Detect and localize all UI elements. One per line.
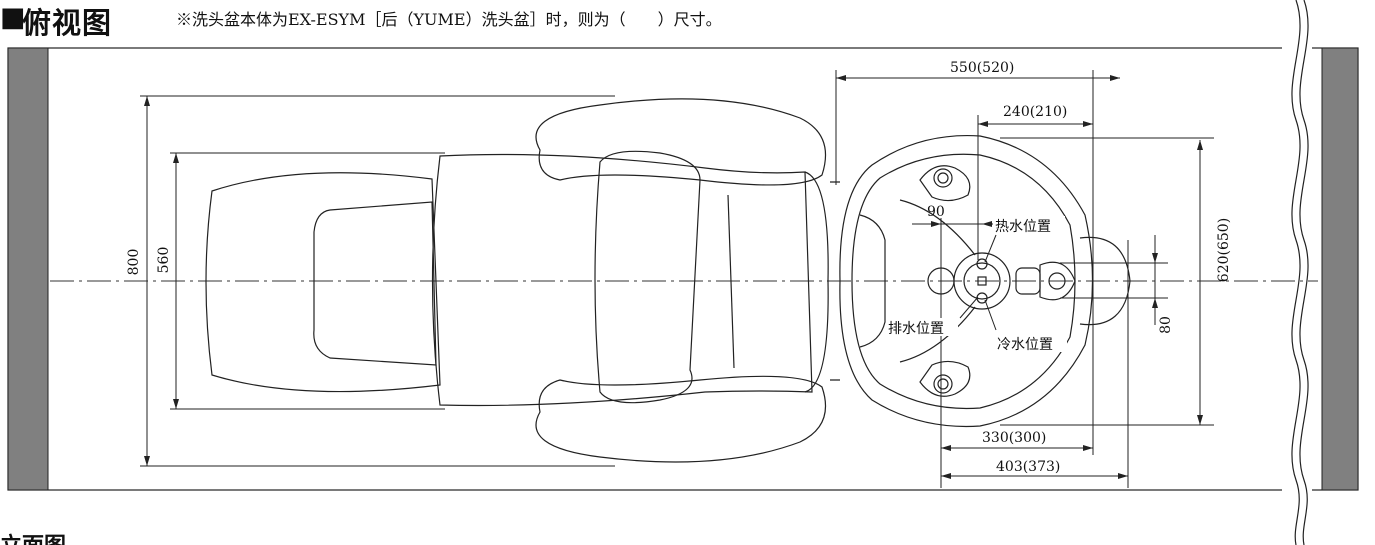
bowl-joint: [830, 181, 840, 381]
cold-water-label-bg: [995, 334, 1067, 352]
hot-water-leader: [984, 234, 997, 263]
chair-leg-rest: [205, 172, 441, 393]
dim-560-label: 560: [156, 247, 172, 274]
hot-water-label-bg: [993, 216, 1065, 234]
chair-back-cushion: [594, 150, 701, 404]
dim-90-label: 90: [927, 204, 945, 220]
drain-leader: [959, 296, 979, 319]
right-wall: [1321, 47, 1359, 491]
knob-top-housing: [919, 165, 971, 202]
break-gap: [1282, 0, 1312, 545]
bowl-contour-2: [899, 306, 976, 363]
chair: [205, 98, 829, 463]
dim-620-label: 620(650): [1216, 218, 1232, 282]
chair-seat: [431, 153, 813, 407]
knob-top-center: [937, 172, 949, 184]
shower-nozzle: [1048, 272, 1066, 290]
dim-240-label: 240(210): [1003, 104, 1067, 120]
break-line-left: [1291, 0, 1301, 545]
dim-550-label: 550(520): [950, 60, 1014, 76]
faucet-base: [1079, 236, 1131, 326]
bowl-inner: [851, 153, 1076, 410]
bowl-outer: [839, 134, 1094, 428]
hot-water-label: 热水位置: [995, 219, 1051, 235]
break-line-right: [1299, 0, 1309, 545]
drain-label-bg: [886, 318, 958, 336]
neck-rest: [859, 214, 886, 348]
next-view-title: 立面图: [0, 528, 66, 545]
square-bullet-icon: ■: [0, 2, 26, 33]
chair-armrest-bottom: [535, 375, 827, 463]
title-row: ■ 俯视图 ※洗头盆本体为EX-ESYM［后（YUME）洗头盆］时，则为（ ）尺…: [0, 0, 1300, 40]
dimension-arrows: [144, 75, 1203, 479]
chair-seam: [727, 194, 735, 369]
knob-top: [933, 168, 953, 188]
knob-bottom-housing: [919, 360, 971, 397]
drain-label: 排水位置: [888, 321, 944, 337]
shower-head: [1039, 261, 1076, 301]
view-title: 俯视图: [22, 6, 113, 40]
dimension-lines: [140, 70, 1214, 488]
knob-bottom-center: [937, 378, 949, 390]
chair-backrest: [804, 171, 829, 393]
faucet-cluster-inner: [963, 262, 1001, 300]
chair-leg-rest-inner: [313, 201, 437, 366]
dimension-note: ※洗头盆本体为EX-ESYM［后（YUME）洗头盆］时，则为（ ）尺寸。: [176, 10, 722, 29]
bowl-contour-1: [899, 199, 976, 256]
cold-water-label: 冷水位置: [997, 337, 1053, 353]
valve-center: [977, 276, 987, 286]
cold-water-leader: [984, 299, 997, 331]
chair-armrest-top: [535, 98, 827, 186]
faucet-cluster-outer: [953, 252, 1011, 310]
hot-water-port: [976, 258, 988, 270]
dim-800-label: 800: [126, 249, 142, 276]
knob-bottom: [933, 374, 953, 394]
dim-330-label: 330(300): [982, 430, 1046, 446]
dim-403-label: 403(373): [996, 459, 1060, 475]
dim-80-label: 80: [1158, 316, 1174, 334]
left-wall: [7, 47, 49, 491]
